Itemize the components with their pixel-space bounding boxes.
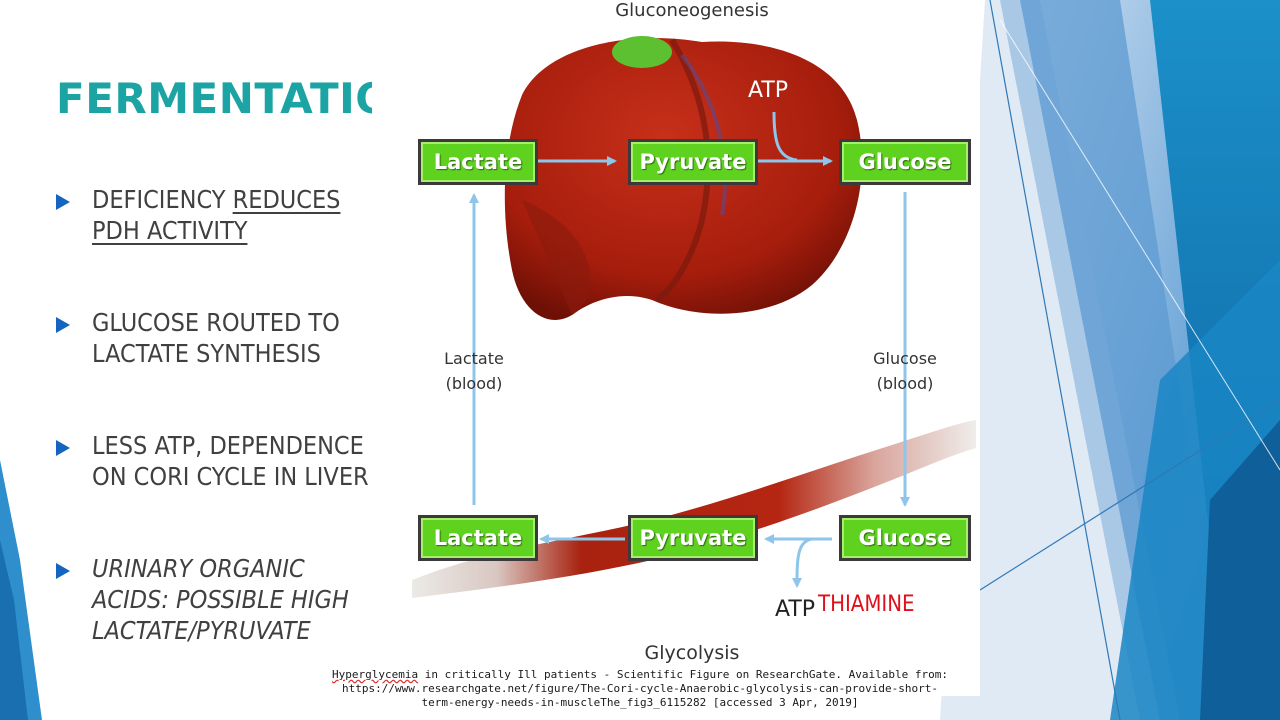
lactate-box-bottom: Lactate xyxy=(418,515,538,561)
glucose-box-bottom: Glucose xyxy=(839,515,971,561)
bullet-text: URINARY ORGANIC ACIDS: POSSIBLE HIGH LAC… xyxy=(92,554,349,645)
cori-cycle-figure: Gluconeogenesis ATP Lactate Pyruvate Glu… xyxy=(372,0,980,696)
gluconeogenesis-label: Gluconeogenesis xyxy=(615,0,769,21)
atp-input-arrow xyxy=(772,111,798,162)
pyruvate-box-top: Pyruvate xyxy=(628,139,758,185)
slide-title: FERMENTATION xyxy=(56,74,428,123)
lactate-box-top: Lactate xyxy=(418,139,538,185)
glycolysis-label: Glycolysis xyxy=(644,642,740,664)
glucose-blood-label: Glucose (blood) xyxy=(873,349,937,393)
atp-output-arrow xyxy=(792,537,813,588)
muscle-illustration xyxy=(412,420,976,598)
bullet-text: DEFICIENCY REDUCES PDH ACTIVITY xyxy=(92,185,341,245)
figure-artwork xyxy=(412,36,976,598)
atp-top-label: ATP xyxy=(748,78,789,103)
bullet-text: GLUCOSE ROUTED TO LACTATE SYNTHESIS xyxy=(92,308,340,368)
bullet-arrow-icon xyxy=(56,440,70,456)
bullet-arrow-icon xyxy=(56,194,70,210)
lactate-blood-label: Lactate (blood) xyxy=(444,349,504,393)
bullet-arrow-icon xyxy=(56,563,70,579)
atp-bottom-label: ATP xyxy=(775,597,816,622)
glucose-box-top: Glucose xyxy=(839,139,971,185)
bullet-arrow-icon xyxy=(56,317,70,333)
bullet-text: LESS ATP, DEPENDENCE ON CORI CYCLE IN LI… xyxy=(92,431,369,491)
thiamine-annotation: THIAMINE xyxy=(818,592,915,617)
figure-citation: Hyperglycemia in critically Ill patients… xyxy=(332,668,948,709)
pyruvate-box-bottom: Pyruvate xyxy=(628,515,758,561)
